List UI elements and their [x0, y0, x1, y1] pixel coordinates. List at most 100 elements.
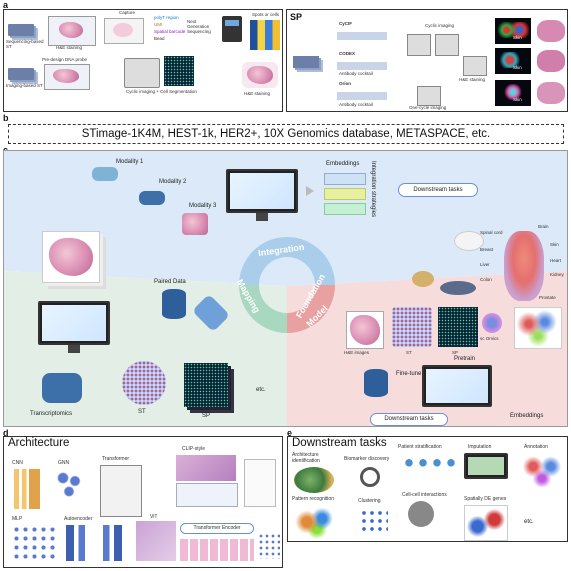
transformer-encoder-box: Transformer Encoder	[180, 523, 254, 534]
annotation-label: Annotation	[524, 444, 548, 450]
embedding-bar-2	[324, 188, 366, 200]
st2-label: ST	[406, 350, 412, 355]
orion-slide	[337, 92, 387, 100]
panel-b-label: b	[3, 113, 9, 123]
downstream-tasks-pill-2[interactable]: Downstream tasks	[370, 413, 448, 426]
predesign-probe-label: Pre-design DNA probe	[42, 57, 88, 62]
cycif-slide	[337, 32, 387, 40]
arch-id-icon	[294, 467, 334, 493]
skin-label-3: Skin	[513, 97, 522, 102]
he-staining-2-label: H&E staining	[244, 91, 271, 96]
panel-a: Sequencing-based ST Imaging-based ST H&E…	[3, 9, 283, 112]
panel-sp: SP CyCIF CODEX Orion Antibody cocktail A…	[286, 9, 568, 112]
arch-id-label: Architecture identification	[292, 452, 320, 464]
mapping-monitor-stand	[68, 345, 80, 353]
sp-slide-stack	[293, 56, 319, 68]
architecture-title: Architecture	[8, 437, 70, 449]
autoencoder-label: Autoencoder	[64, 516, 93, 522]
gnn-icon	[54, 469, 84, 499]
embeddings-label: Embeddings	[326, 161, 360, 167]
ring-integration-seg	[239, 237, 335, 285]
mapping-he-tissue	[49, 238, 93, 276]
antibody-cocktail-label: Antibody cocktail	[339, 71, 373, 76]
probe-tissue	[53, 69, 79, 83]
capture-label: Capture	[119, 10, 136, 15]
clip-text-icon	[176, 483, 238, 507]
sequencer-icon	[222, 16, 242, 42]
pattern-icon	[292, 505, 342, 539]
sequencer-screen	[225, 20, 239, 26]
modality2-icon	[139, 191, 165, 205]
he-images-tile	[346, 311, 384, 349]
biomarker-label: Biomarker discovery	[344, 456, 390, 462]
he-images-label: H&E images	[344, 350, 370, 355]
bead-label: Bead	[154, 36, 165, 41]
foundation-screen	[426, 369, 488, 403]
seq-tissue	[59, 22, 83, 38]
transcriptomics-label: Transcriptomics	[30, 411, 73, 417]
sp-skin-fluor-3	[497, 84, 529, 100]
integration-strategies-label: Integration strategies	[370, 161, 376, 218]
sc-omics-icon	[482, 313, 502, 333]
imputation-screen	[468, 457, 504, 475]
capture-slide	[104, 18, 144, 44]
vit-image-icon	[136, 521, 176, 561]
downstream-tasks-pill-1[interactable]: Downstream tasks	[398, 183, 478, 197]
spots-cells-label: Spots or cells	[252, 12, 280, 17]
antibody-cocktail-2-label: Antibody cocktail	[339, 102, 373, 107]
sp-microscope-1	[407, 34, 431, 56]
volcano-plot-icon	[464, 505, 508, 541]
cnn-icon	[14, 469, 40, 509]
cyclic-imaging-label: Cyclic imaging	[425, 23, 455, 28]
he-image	[242, 62, 278, 88]
downstream-title: Downstream tasks	[292, 437, 387, 449]
st-image	[122, 361, 166, 405]
probe-slide	[44, 64, 90, 90]
one-cycle-label: One-cycle imaging	[409, 105, 447, 110]
spatial-barcode-label: Spatial barcode	[154, 29, 186, 34]
clip-label: CLIP-style	[182, 446, 206, 452]
finetune-db-icon	[364, 369, 388, 397]
gnn-label: GNN	[58, 460, 70, 466]
clustering-icon	[360, 509, 388, 531]
sp-skin-img-1	[495, 18, 531, 44]
codex-slide	[337, 62, 387, 70]
cell-seg-dots	[164, 56, 194, 86]
ring-foundation-seg	[287, 285, 335, 333]
modality3-label: Modality 3	[189, 203, 217, 209]
panel-sp-label: SP	[290, 12, 303, 22]
st2-image	[392, 307, 432, 347]
vit-label: ViT	[150, 514, 158, 520]
organ-kidney-label: Kidney	[550, 272, 564, 277]
fish-icon	[440, 281, 476, 295]
sequencing-st-label: Sequencing-based ST	[6, 39, 44, 49]
integration-monitor-stand	[256, 213, 268, 221]
organ-brain-label: Brain	[538, 224, 549, 229]
slide-stack-img	[8, 68, 34, 80]
umi-label: UMI	[154, 22, 163, 27]
microscope-icon	[124, 58, 160, 88]
vit-head-icon	[258, 533, 280, 559]
capture-tissue	[113, 23, 133, 37]
clustering-label: Clustering	[358, 498, 381, 504]
embedding-bar-3	[324, 203, 366, 215]
cell-cell-icon	[408, 501, 434, 527]
organ-skin-label: Skin	[550, 242, 559, 247]
panel-e-etc: etc.	[524, 519, 534, 525]
sp-microscope-2	[435, 34, 459, 56]
transformer-icon	[100, 465, 142, 517]
organ-prostate-label: Prostate	[539, 295, 556, 300]
organ-spinal-cord-label: Spinal cord	[480, 230, 503, 235]
sp-skin-img-3	[495, 80, 531, 106]
transcriptomics-icon	[42, 373, 82, 403]
st-label: ST	[138, 409, 146, 415]
panel-e-label: e	[287, 428, 293, 438]
fly-icon	[412, 271, 434, 287]
foundation-monitor	[422, 365, 492, 407]
autoencoder-icon	[66, 525, 122, 561]
sp-skin-img-2	[495, 48, 531, 74]
paired-data-label: Paired Data	[154, 279, 186, 285]
ring-mapping-seg	[239, 285, 287, 333]
pretrain-label: Pretrain	[454, 356, 476, 362]
mlp-icon	[12, 525, 56, 563]
